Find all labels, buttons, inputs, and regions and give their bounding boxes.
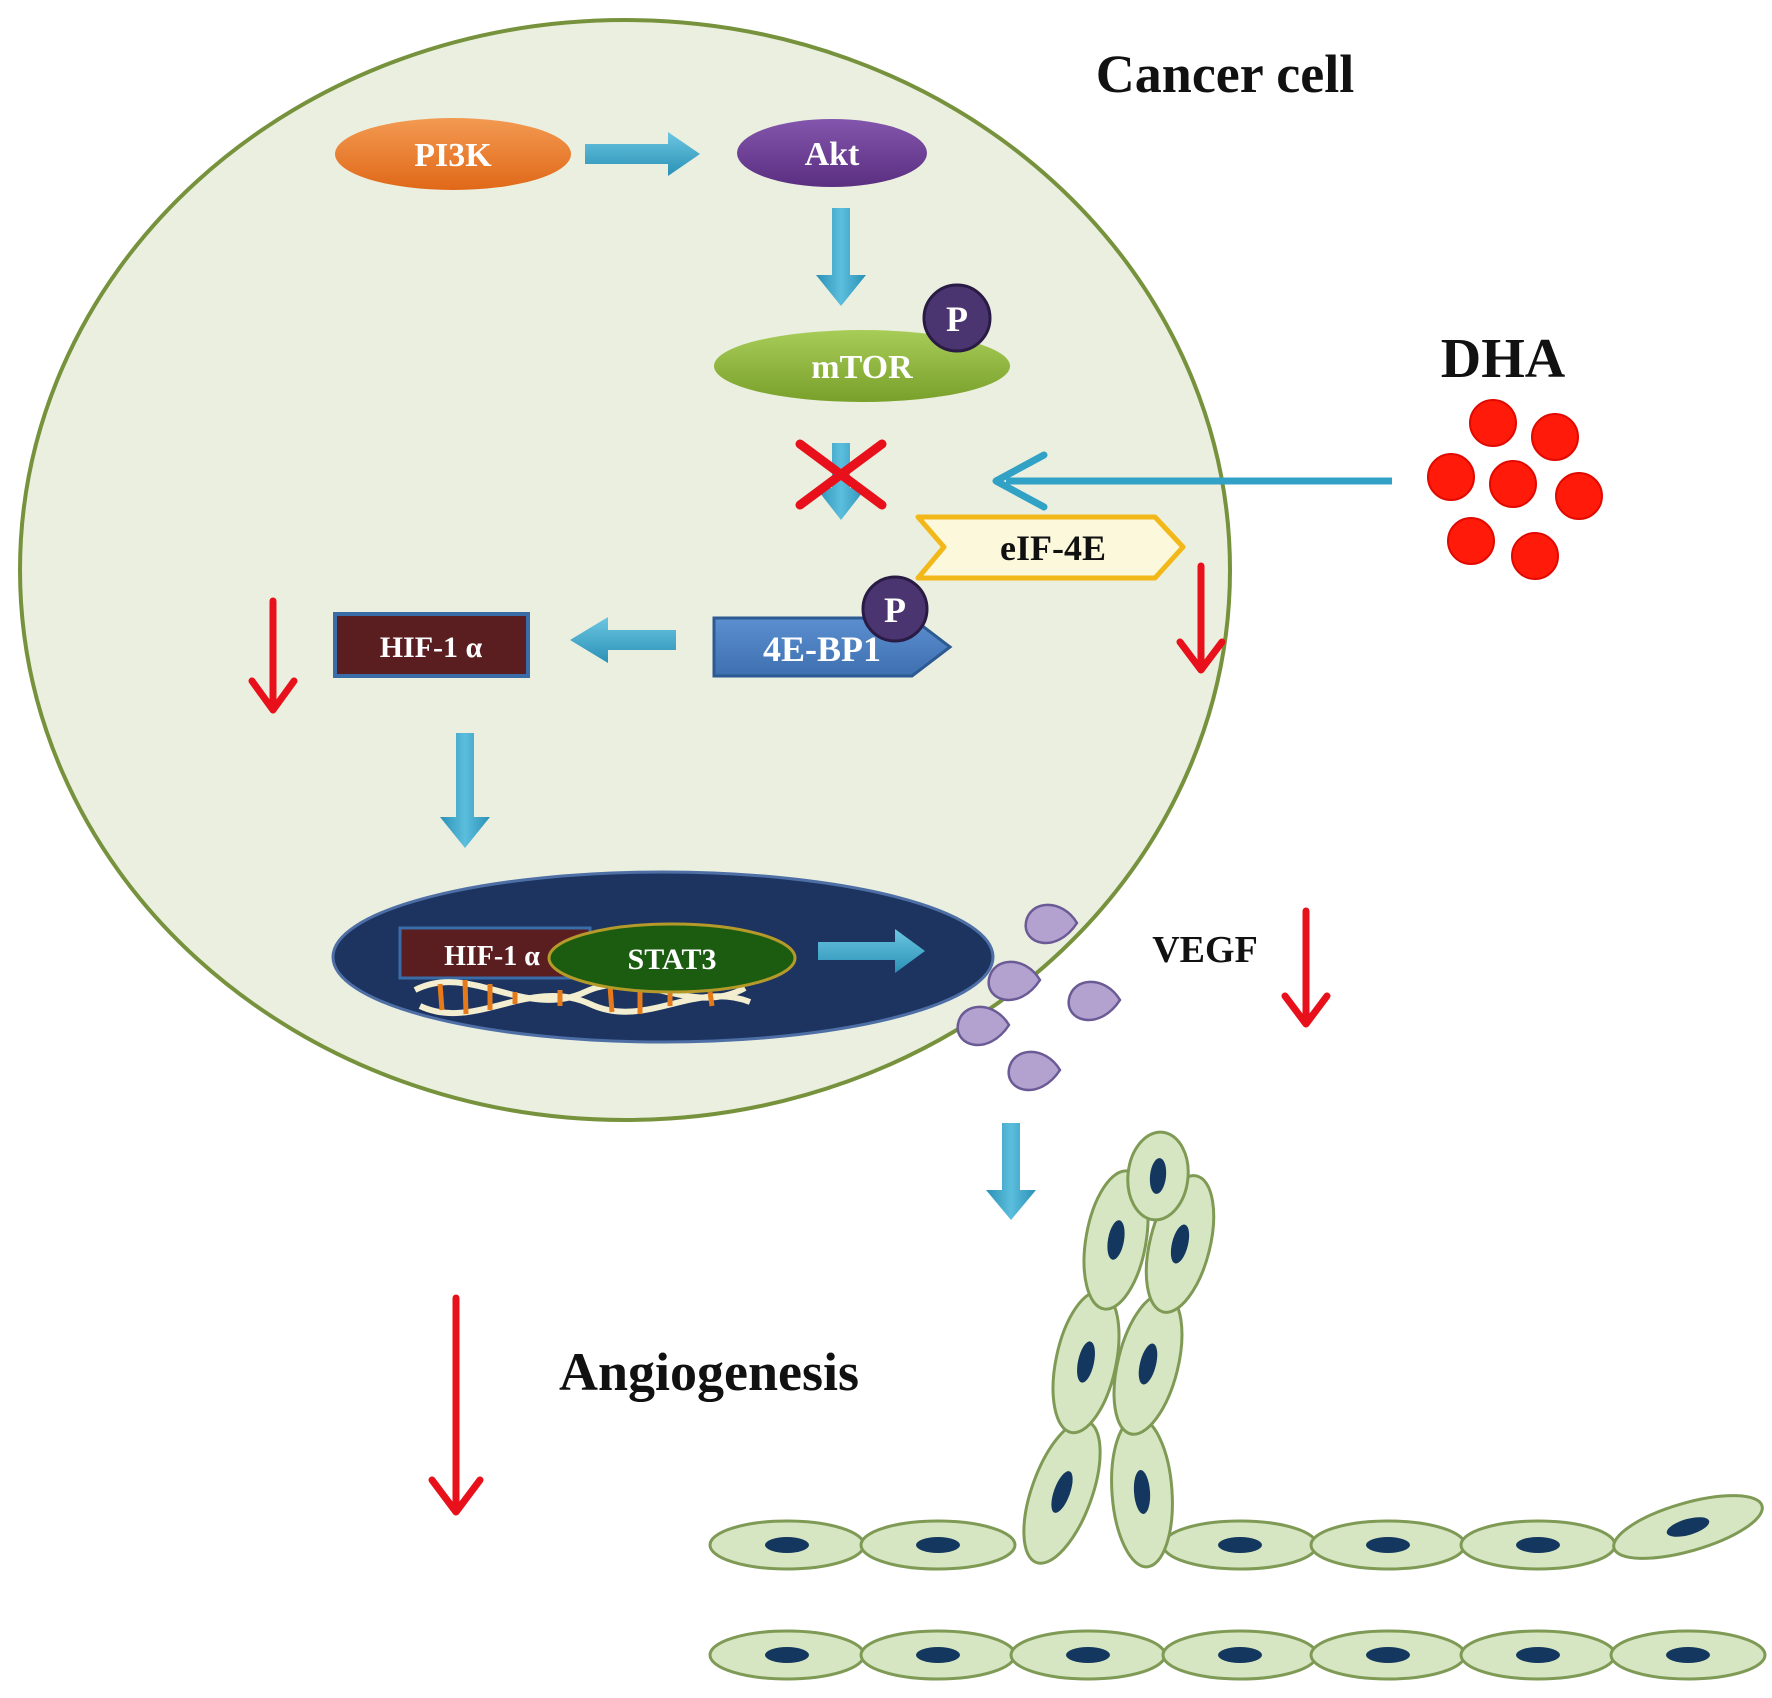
vessel-sprout: [1022, 1130, 1216, 1569]
cancer-cell-label: Cancer cell: [1096, 44, 1354, 104]
arrow-pi3k-to-akt: [585, 132, 700, 176]
hif1a-node: HIF-1 α: [333, 612, 530, 678]
mtor-phospho-label: P: [946, 299, 968, 339]
arrow-vegf-to-vessel: [986, 1123, 1036, 1220]
bp1-label: 4E-BP1: [763, 629, 881, 669]
nucleus: HIF-1 α STAT3: [331, 870, 995, 1044]
akt-node: Akt: [737, 119, 927, 187]
bp1-phospho-label: P: [884, 590, 906, 630]
nucleus-hif1a-label: HIF-1 α: [444, 941, 540, 972]
decrease-arrow-hif1a: [248, 597, 298, 714]
eif4e-label: eIF-4E: [1000, 528, 1106, 568]
dha-label: DHA: [1441, 328, 1566, 390]
pi3k-node: PI3K: [335, 118, 571, 190]
bp1-phospho-badge: P: [861, 575, 929, 643]
arrow-dha-to-eif4e: [992, 451, 1392, 511]
decrease-arrow-angiogenesis: [428, 1294, 484, 1516]
inhibition-cross-icon: [795, 439, 887, 510]
mtor-label: mTOR: [811, 349, 913, 386]
pi3k-label: PI3K: [414, 137, 492, 174]
arrow-nucleus-to-vegf: [818, 929, 925, 973]
eif4e-node: eIF-4E: [915, 514, 1186, 581]
arrow-mtor-blocked: [816, 443, 866, 520]
decrease-arrow-eif4e: [1176, 562, 1226, 674]
decrease-arrow-vegf: [1281, 907, 1331, 1028]
vegf-label: VEGF: [1152, 929, 1258, 971]
cancer-cell-membrane: [18, 18, 1232, 1122]
mtor-node: mTOR: [714, 330, 1010, 402]
mtor-phospho-badge: P: [922, 283, 992, 353]
akt-label: Akt: [805, 136, 860, 173]
arrow-bp1-to-hif1a: [570, 617, 676, 663]
angiogenesis-label: Angiogenesis: [559, 1342, 859, 1402]
stat3-node: [547, 922, 797, 994]
vessel-row-bottom: [708, 1629, 1767, 1681]
arrow-akt-to-mtor: [816, 208, 866, 306]
dna-helix-icon: [413, 979, 752, 1017]
stat3-label: STAT3: [628, 943, 717, 976]
hif1a-label: HIF-1 α: [380, 631, 483, 664]
dha-molecules: [1427, 399, 1603, 580]
endothelial-cells: [708, 1130, 1767, 1681]
vegf-molecules: [956, 903, 1122, 1092]
vessel-row-top: [708, 1494, 1764, 1571]
arrow-hif1a-to-nucleus: [440, 733, 490, 848]
